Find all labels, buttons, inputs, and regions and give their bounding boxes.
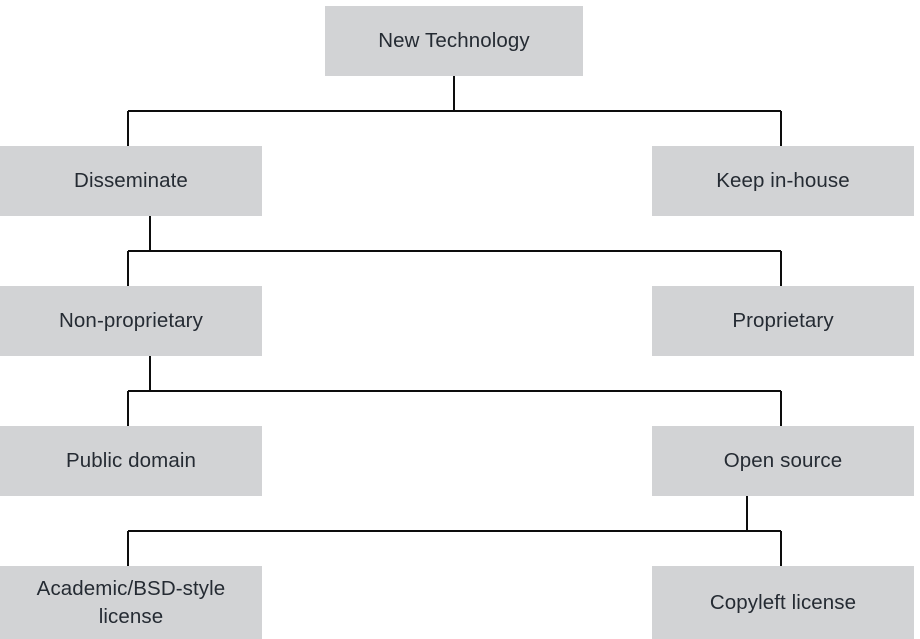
connector-group-level-2 — [127, 216, 782, 286]
connector-group-level-1 — [127, 76, 782, 146]
node-disseminate[interactable]: Disseminate — [0, 146, 262, 216]
node-proprietary[interactable]: Proprietary — [652, 286, 914, 356]
node-non-proprietary[interactable]: Non-proprietary — [0, 286, 262, 356]
connector-group-level-3 — [127, 356, 782, 426]
node-public-domain[interactable]: Public domain — [0, 426, 262, 496]
node-open-source[interactable]: Open source — [652, 426, 914, 496]
node-new-technology[interactable]: New Technology — [325, 6, 583, 76]
node-academic-bsd-style-license[interactable]: Academic/BSD-style license — [0, 566, 262, 639]
node-copyleft-license[interactable]: Copyleft license — [652, 566, 914, 639]
node-keep-in-house[interactable]: Keep in-house — [652, 146, 914, 216]
